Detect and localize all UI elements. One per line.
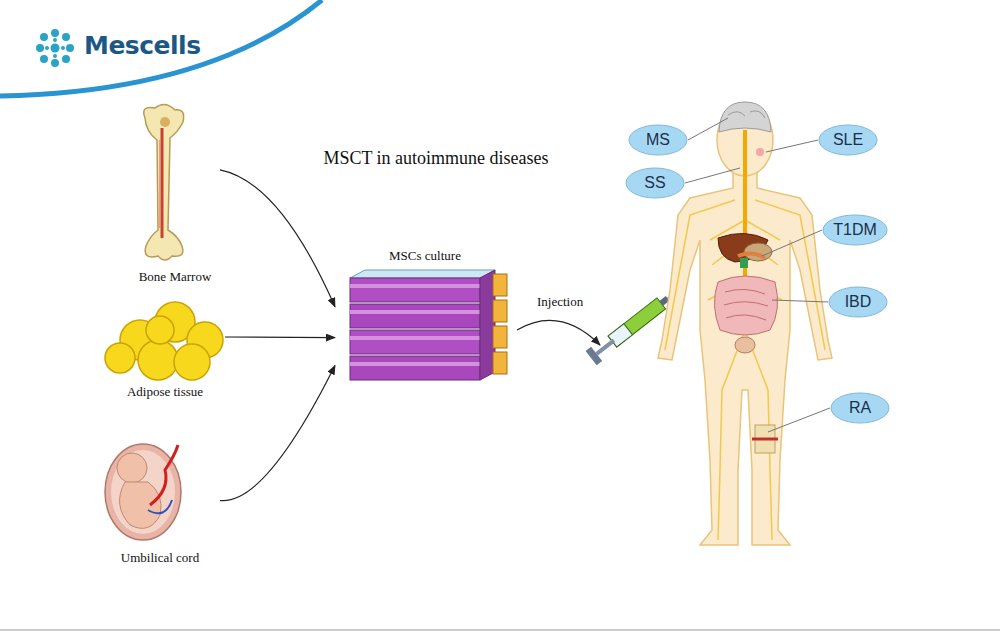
flow-arrow <box>220 366 335 501</box>
oval-fill <box>629 125 687 155</box>
disease-oval: MS <box>628 124 688 156</box>
femur-drawing <box>144 104 184 260</box>
brand-logo: Mescells <box>84 31 201 60</box>
umbilical-drawing <box>105 444 181 540</box>
tissue-label: MSCs culture <box>335 248 515 264</box>
disease-oval: SLE <box>818 124 878 156</box>
oval-fill <box>626 168 684 198</box>
oval-fill <box>823 215 887 245</box>
adipose-drawing <box>105 302 223 380</box>
disease-oval: IBD <box>828 286 888 318</box>
disease-label: SS <box>625 167 685 199</box>
culture-flasks <box>350 270 507 380</box>
injection-arrow <box>517 320 600 345</box>
tissue-label: Umbilical cord <box>100 550 220 566</box>
culture-box: MSCs culture <box>335 248 515 388</box>
disease-label: T1DM <box>822 214 888 246</box>
oval-fill <box>819 125 877 155</box>
disease-label: IBD <box>828 286 888 318</box>
disease-oval: RA <box>830 392 890 424</box>
tissue-label: Adipose tissue <box>105 384 225 400</box>
step-label: Injection <box>537 294 583 310</box>
header-arc <box>0 0 322 96</box>
source-tissue: Bone Marrow <box>130 105 220 285</box>
source-tissue: Adipose tissue <box>105 295 225 400</box>
bottom-rule <box>0 629 1000 631</box>
leader-lines <box>685 118 830 432</box>
disease-oval: T1DM <box>822 214 888 246</box>
diagram-title: MSCT in autoimmune diseases <box>296 148 576 169</box>
oval-fill <box>829 287 887 317</box>
logo-icon <box>36 29 74 67</box>
source-tissue: Umbilical cord <box>100 440 220 566</box>
disease-oval: SS <box>625 167 685 199</box>
disease-label: SLE <box>818 124 878 156</box>
disease-label: MS <box>628 124 688 156</box>
oval-fill <box>831 393 889 423</box>
flow-arrow <box>220 170 335 307</box>
disease-label: RA <box>830 392 890 424</box>
human-body <box>658 102 832 545</box>
flow-arrow <box>225 336 335 338</box>
tissue-label: Bone Marrow <box>130 269 220 285</box>
